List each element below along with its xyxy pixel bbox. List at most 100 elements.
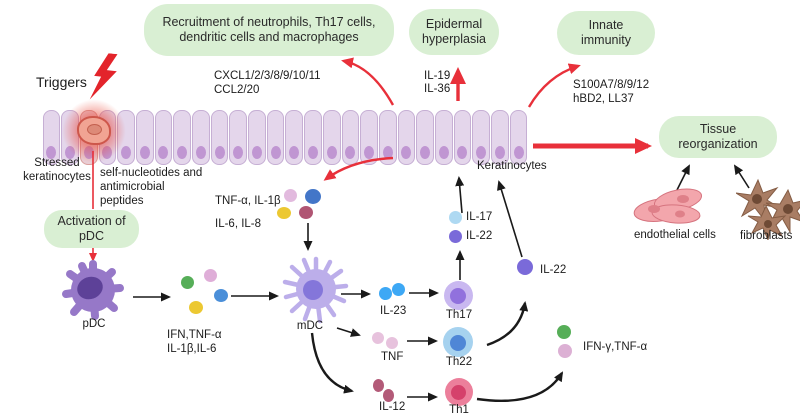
arrow-mdc-to-il12	[310, 332, 354, 394]
keratinocyte-nucleus	[326, 146, 337, 159]
keratinocyte-nucleus	[158, 146, 169, 159]
il23-dot-2	[392, 283, 405, 296]
keratinocyte-nucleus	[177, 146, 188, 159]
il22-label-a: IL-22	[466, 230, 493, 242]
keratinocyte-nucleus	[345, 146, 356, 159]
th1-nucleus	[451, 385, 466, 400]
keratinocyte-nucleus	[289, 146, 300, 159]
ifng-tnfa-label: IFN-γ,TNF-α	[583, 341, 648, 353]
keratinocyte-cell	[304, 110, 322, 165]
keratinocyte-nucleus	[251, 146, 262, 159]
arrow-to-innate	[527, 63, 581, 108]
tnfa-dot-pink2	[558, 344, 572, 358]
keratinocyte-nucleus	[513, 146, 524, 159]
ccl-label: CCL2/20	[214, 84, 260, 96]
epidermal-hyperplasia-box: Epidermal hyperplasia	[409, 9, 499, 55]
keratinocyte-cell	[266, 110, 285, 165]
il12-dot-2	[383, 389, 394, 402]
th17-nucleus	[450, 288, 466, 304]
il19-label: IL-19	[424, 70, 451, 82]
ifn-tnf-label: IFN,TNF-α	[167, 329, 222, 341]
keratinocyte-nucleus	[214, 146, 225, 159]
arrow-mdc-to-tnf	[336, 327, 361, 337]
il36-label: IL-36	[424, 83, 451, 95]
il1b-il6-label: IL-1β,IL-6	[167, 343, 217, 355]
keratinocyte-nucleus	[364, 146, 375, 159]
hbd2-label: hBD2, LL37	[573, 93, 634, 105]
endothelial-label: endothelial cells	[634, 229, 716, 241]
keratinocyte-nucleus	[420, 146, 431, 159]
fibroblasts-cells	[736, 178, 800, 240]
keratinocyte-cell	[285, 110, 304, 165]
pdc-label: pDC	[82, 318, 106, 330]
il12-label: IL-12	[379, 401, 406, 413]
innate-immunity-box: Innate immunity	[557, 11, 655, 55]
ifng-dot-green	[557, 325, 571, 339]
il22-label-b: IL-22	[540, 264, 567, 276]
keratinocyte-nucleus	[195, 146, 206, 159]
keratinocyte-nucleus	[139, 146, 150, 159]
keratinocyte-cell	[248, 110, 266, 165]
th22-cell	[443, 327, 473, 357]
keratinocytes-label: Keratinocytes	[477, 160, 547, 172]
keratinocyte-cell	[397, 110, 416, 165]
il12-dot-1	[373, 379, 384, 392]
tnfa-dot-pink	[284, 189, 297, 202]
stressed-keratinocyte-cell	[77, 116, 111, 145]
lightning-icon	[89, 53, 118, 100]
keratinocyte-cell	[416, 110, 434, 165]
keratinocyte-nucleus	[46, 146, 57, 159]
arrow-th1-to-ifng	[476, 371, 564, 403]
keratinocyte-cell	[192, 110, 210, 165]
th1-cell	[445, 378, 473, 406]
il22-dot-a	[449, 230, 462, 243]
keratinocyte-cell	[509, 110, 528, 165]
tnf-dot-1	[372, 332, 384, 344]
keratinocyte-cell	[322, 110, 341, 165]
il6-dot-yellow2	[277, 207, 291, 219]
tissue-reorganization-box: Tissue reorganization	[659, 116, 777, 158]
il17-dot	[449, 211, 462, 224]
keratinocyte-nucleus	[476, 146, 487, 159]
s100-label: S100A7/8/9/12	[573, 79, 650, 91]
keratinocyte-cell	[42, 110, 61, 165]
keratinocyte-nucleus	[233, 146, 244, 159]
fibroblasts-label: fibroblasts	[740, 230, 793, 242]
arrow-il22-to-keratinocytes	[497, 180, 523, 258]
keratinocyte-cell	[378, 110, 397, 165]
keratinocyte-nucleus	[121, 146, 132, 159]
keratinocyte-nucleus	[270, 146, 281, 159]
arrow-il17-to-keratinocytes	[455, 176, 465, 214]
arrow-to-recruitment	[341, 57, 395, 106]
mdc-cell	[282, 256, 349, 324]
keratinocyte-cell	[135, 110, 154, 165]
keratinocyte-cell	[229, 110, 248, 165]
keratinocyte-cell	[472, 110, 490, 165]
endothelial-cells	[633, 188, 703, 224]
keratinocyte-nucleus	[438, 146, 449, 159]
mdc-label: mDC	[296, 320, 324, 332]
il1b-dot-blue2	[305, 189, 321, 204]
keratinocyte-cell	[173, 110, 191, 165]
th22-label: Th22	[445, 356, 473, 368]
pdc-cell	[62, 260, 124, 320]
keratinocyte-nucleus	[494, 146, 505, 159]
activation-pdc-box: Activation of pDC	[44, 210, 139, 248]
arrow-th22-to-il22	[486, 301, 529, 347]
stressed-cell-nucleus	[87, 124, 102, 135]
tnf-dot-pink	[204, 269, 217, 282]
recruitment-box: Recruitment of neutrophils, Th17 cells, …	[144, 4, 394, 56]
il22-dot-b	[517, 259, 533, 275]
keratinocyte-cell	[453, 110, 472, 165]
il6-dot-yellow	[189, 301, 203, 314]
th17-label: Th17	[445, 309, 473, 321]
keratinocyte-cell	[360, 110, 378, 165]
tnf-dot-2	[386, 337, 398, 349]
ifn-dot-green	[181, 276, 194, 289]
keratinocyte-cell	[154, 110, 173, 165]
th22-nucleus	[450, 335, 466, 351]
th1-label: Th1	[449, 404, 469, 416]
il1b-dot-blue	[214, 289, 228, 302]
il23-dot-1	[379, 287, 392, 300]
